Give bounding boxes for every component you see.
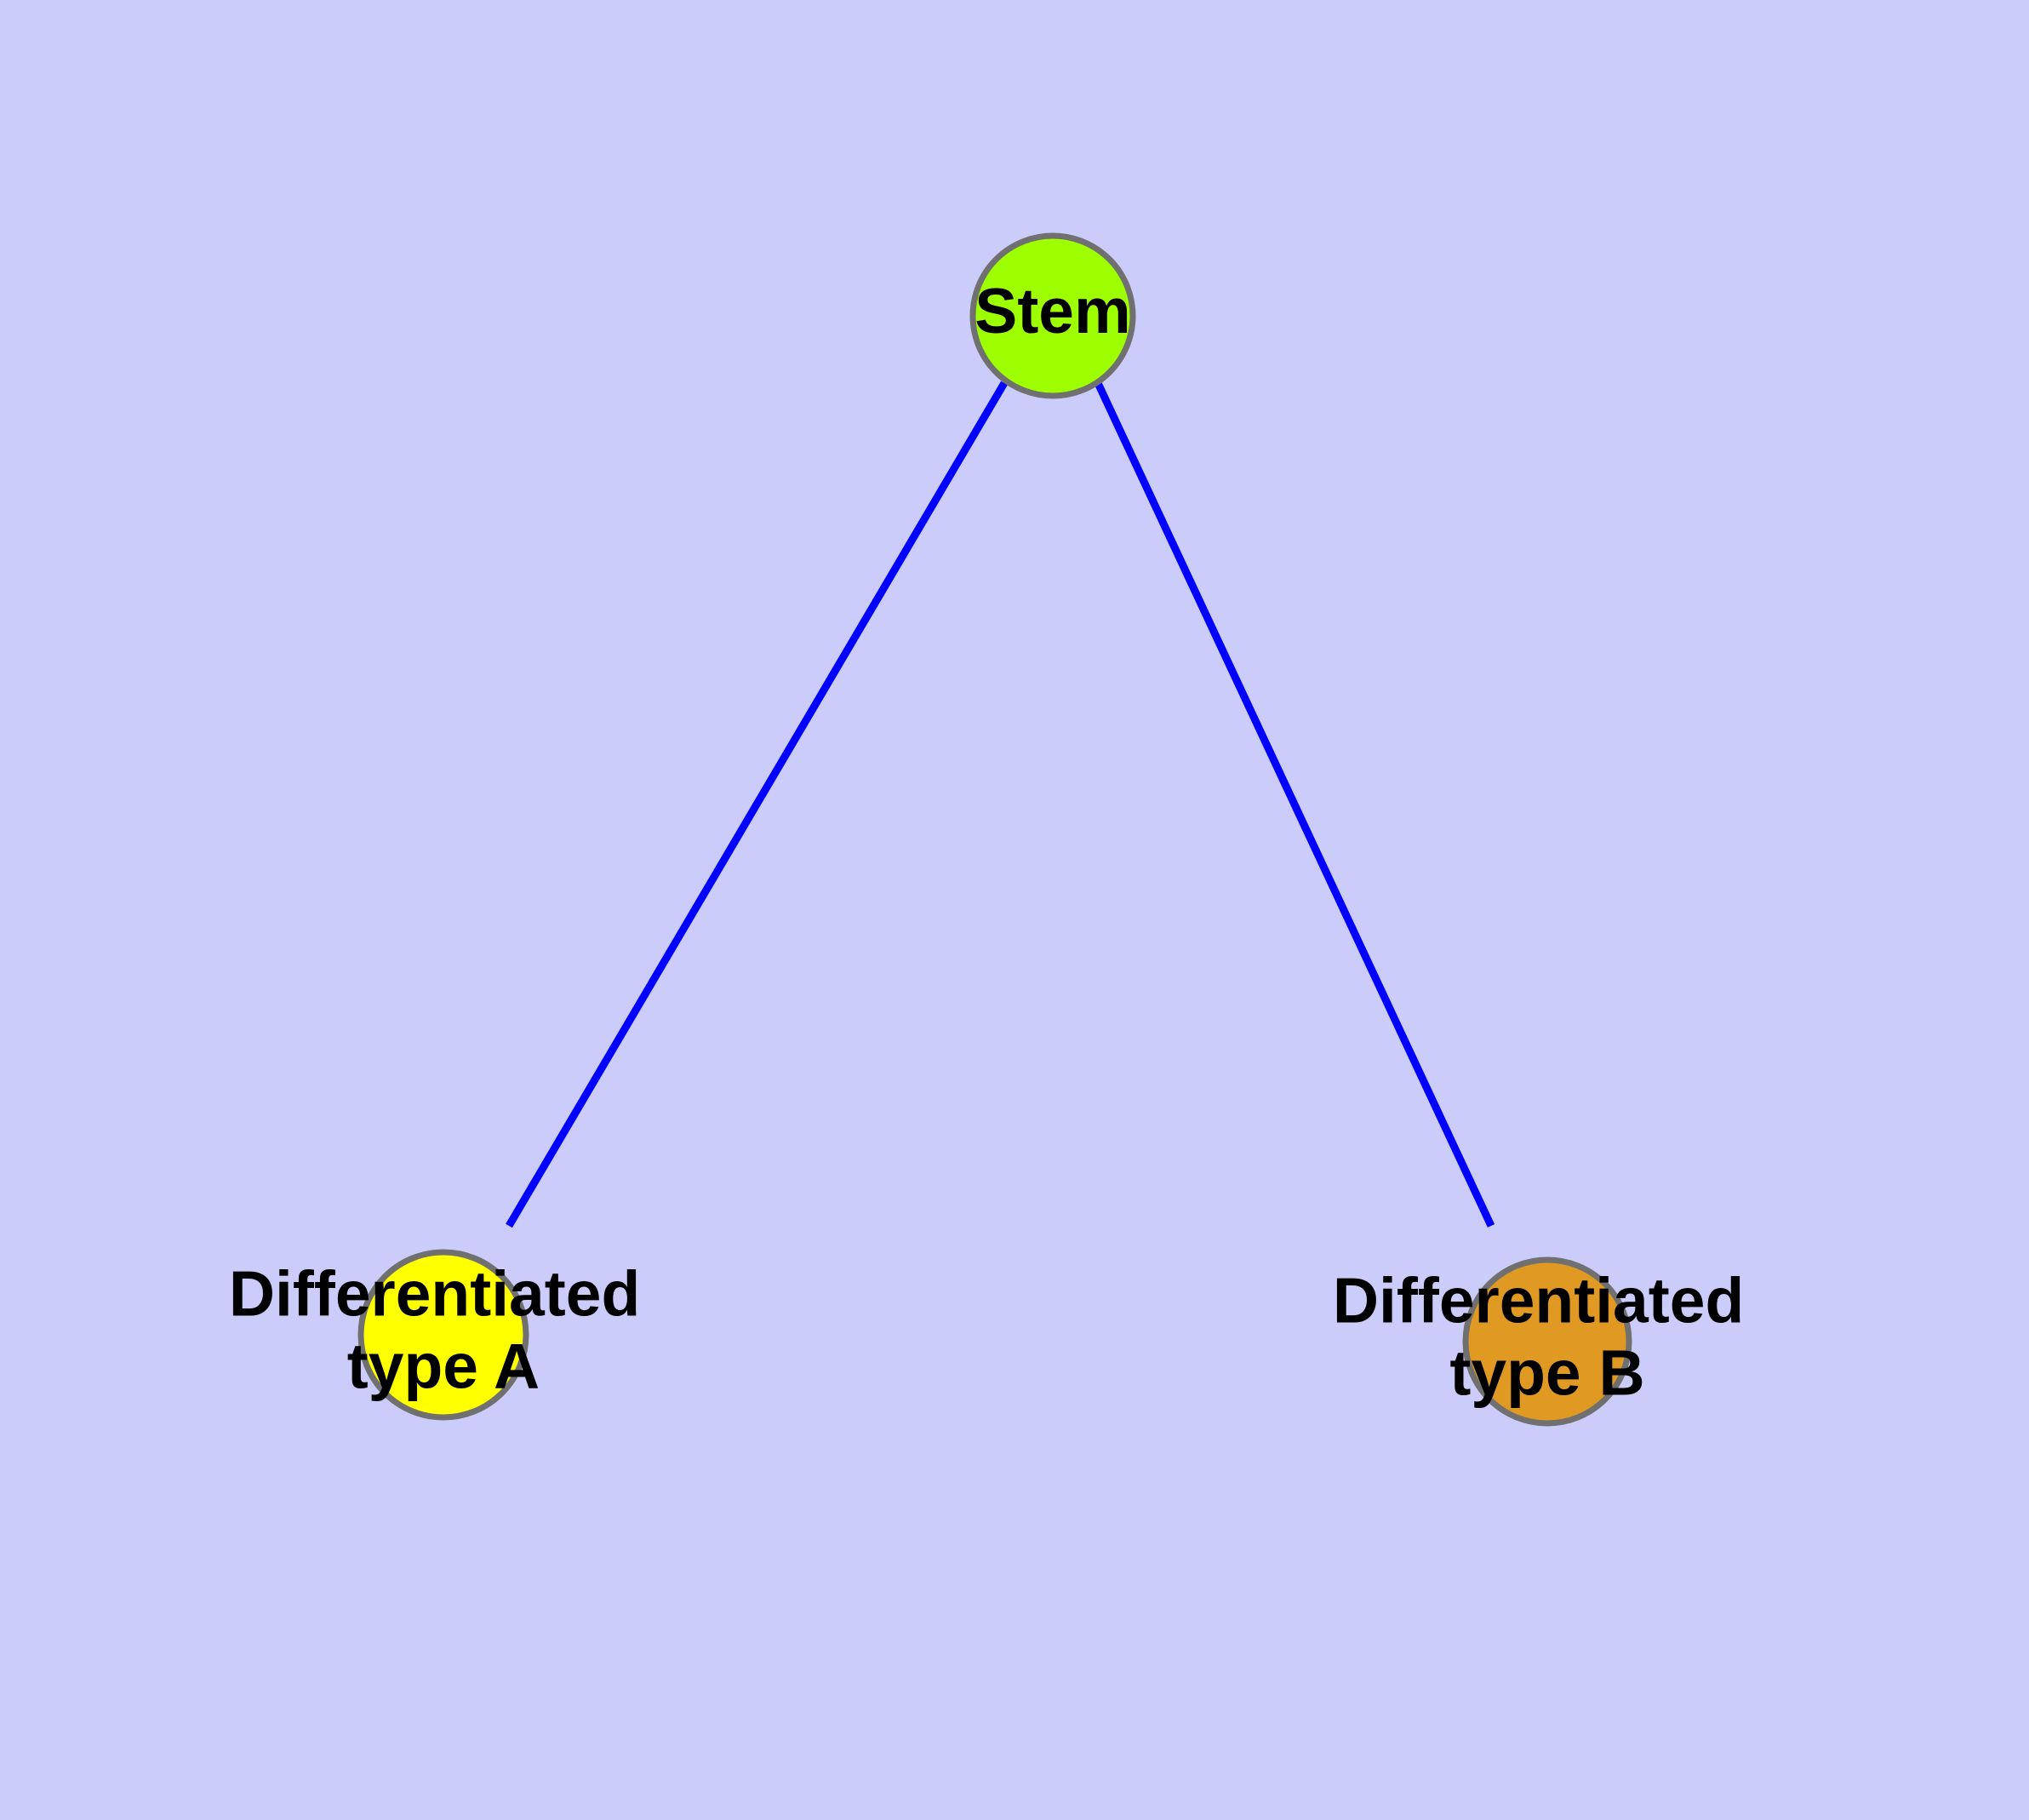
node-stem[interactable]: Stem: [969, 232, 1136, 399]
node-differentiated-type-b-circle[interactable]: [1462, 1256, 1632, 1427]
node-stem-label-line-1: Stem: [974, 275, 1130, 346]
edges-layer: [506, 381, 1495, 1228]
node-differentiated-type-b-label: Differentiated type B: [1333, 1264, 1762, 1408]
nodes-layer: Stem Differentiated type A Differentiate…: [229, 232, 1762, 1427]
node-differentiated-type-a-label-line-2: type A: [347, 1330, 540, 1401]
node-differentiated-type-a[interactable]: Differentiated type A: [229, 1249, 658, 1421]
node-differentiated-type-b-label-line-2: type B: [1449, 1336, 1644, 1408]
edge-stem-to-differentiated-type-a[interactable]: [506, 381, 1008, 1228]
node-stem-circle[interactable]: [969, 232, 1136, 399]
node-stem-label: Stem: [974, 275, 1130, 346]
node-differentiated-type-b-label-line-1: Differentiated: [1333, 1264, 1744, 1336]
node-differentiated-type-a-label-line-1: Differentiated: [229, 1257, 640, 1329]
node-differentiated-type-a-label: Differentiated type A: [229, 1257, 658, 1401]
node-differentiated-type-a-circle[interactable]: [357, 1249, 529, 1421]
edge-stem-to-differentiated-type-b[interactable]: [1094, 381, 1495, 1228]
node-differentiated-type-b[interactable]: Differentiated type B: [1333, 1256, 1762, 1427]
